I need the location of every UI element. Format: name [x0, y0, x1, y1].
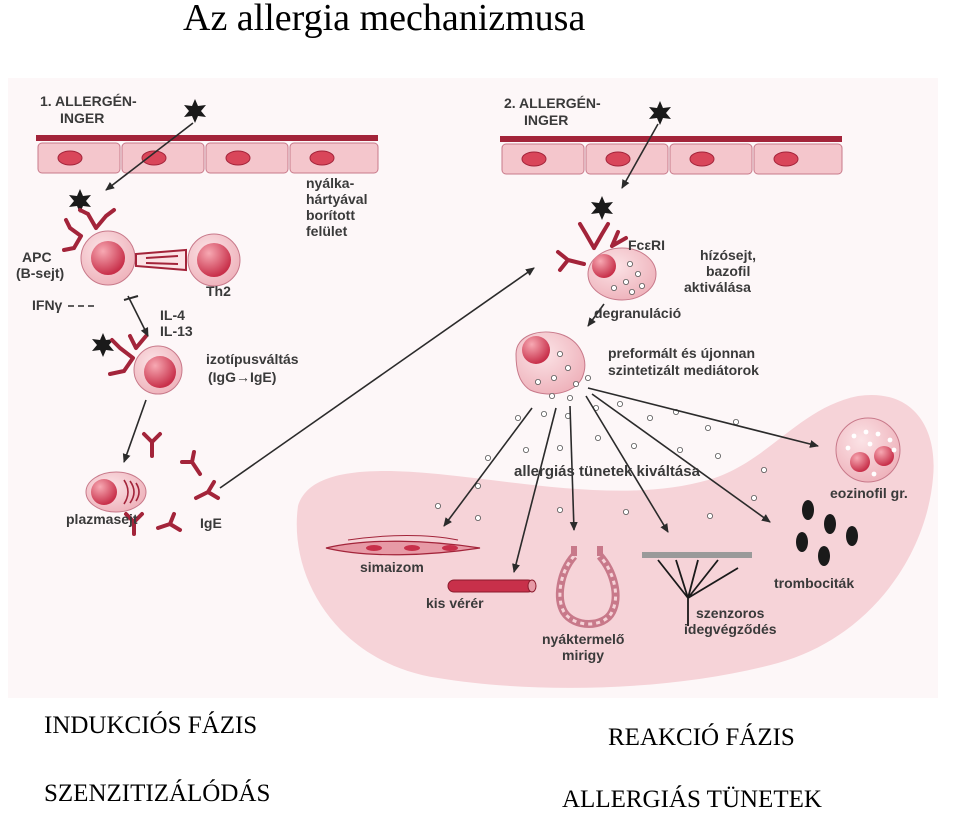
mucosa-label-line2: hártyával	[306, 191, 367, 207]
ifn-inhibition	[68, 295, 139, 307]
mucus-gland-icon	[555, 546, 620, 628]
allergen-header-2-line1: 2. ALLERGÉN-	[504, 95, 601, 111]
eosinophil-label: eozinofil gr.	[830, 485, 908, 501]
mast-cell-activated	[556, 222, 657, 301]
isotype-label-line2: (IgG→IgE)	[208, 369, 276, 385]
th2-cell	[135, 233, 241, 287]
mucosa-left	[36, 135, 379, 174]
ige-label: IgE	[200, 515, 222, 531]
mast-label-line1: hízósejt,	[700, 247, 756, 263]
ige-antibody-icon	[124, 512, 144, 536]
allergen-icon	[649, 101, 671, 125]
il4-label: IL-4	[160, 307, 185, 323]
mediator-granules	[434, 400, 768, 521]
mucosa-right	[500, 136, 843, 175]
th2-label: Th2	[206, 283, 231, 299]
ifn-label: IFNγ	[32, 297, 63, 313]
small-vessel-icon	[447, 579, 537, 593]
induction-phase-caption: INDUKCIÓS FÁZIS	[44, 712, 258, 739]
page-title: Az allergia mechanizmusa	[183, 0, 586, 39]
smooth-muscle-icon	[325, 535, 481, 556]
mucosa-label-line4: felület	[306, 223, 348, 239]
nerve-label-line2: idegvégződés	[684, 621, 777, 637]
plasma-label: plazmasejt	[66, 511, 138, 527]
ige-antibody-icon	[180, 450, 202, 476]
allergen-icon	[184, 99, 206, 123]
mucosa-label-line1: nyálka-	[306, 175, 355, 191]
process-arrows	[105, 122, 819, 573]
sensory-nerve-icon	[642, 552, 752, 626]
allergen-icon	[92, 333, 114, 357]
plasma-cell	[85, 471, 147, 513]
smooth-muscle-label: simaizom	[360, 559, 424, 575]
platelet-icon	[818, 546, 830, 566]
allergy-mechanism-diagram: 1. ALLERGÉN- INGER 2. ALLERGÉN- INGER ny…	[8, 78, 938, 698]
sensitization-caption: SZENZITIZÁLÓDÁS	[44, 780, 271, 807]
gland-label-line2: mirigy	[562, 647, 604, 663]
nerve-label-line1: szenzoros	[696, 605, 765, 621]
platelets-label: trombociták	[774, 575, 854, 591]
mediators-label-line2: szintetizált mediátorok	[608, 362, 759, 378]
apc-cell	[62, 208, 136, 286]
allergen-header-1-line2: INGER	[60, 110, 104, 126]
fceri-label: FcεRI	[628, 237, 665, 253]
mucosa-label-line3: borított	[306, 207, 355, 223]
allergen-header-2-line2: INGER	[524, 112, 568, 128]
allergen-icon	[591, 196, 613, 220]
apc-label-line2: (B-sejt)	[16, 265, 64, 281]
mast-label-line2: bazofil	[706, 263, 750, 279]
small-vessel-label: kis vérér	[426, 595, 484, 611]
allergen-header-1-line1: 1. ALLERGÉN-	[40, 93, 137, 109]
platelet-icon	[824, 514, 836, 534]
ige-antibody-icon	[194, 480, 220, 500]
gland-label-line1: nyáktermelő	[542, 631, 624, 647]
symptoms-label: allergiás tünetek kiváltása	[514, 463, 701, 480]
platelet-icon	[802, 500, 814, 520]
mast-cell-degranulating	[515, 331, 592, 401]
allergen-icon	[69, 189, 91, 213]
mediators-label-line1: preformált és újonnan	[608, 345, 755, 361]
b-cell-switching	[108, 334, 183, 395]
tissue-region	[296, 394, 934, 688]
degranulation-label: degranuláció	[594, 305, 681, 321]
apc-label-line1: APC	[22, 249, 52, 265]
ige-antibody-icon	[156, 512, 182, 532]
platelet-icon	[846, 526, 858, 546]
platelets-group	[796, 500, 858, 566]
reaction-phase-caption: REAKCIÓ FÁZIS	[608, 724, 795, 751]
il13-label: IL-13	[160, 323, 193, 339]
ige-antibody-icon	[142, 432, 162, 458]
eosinophil-cell	[835, 417, 901, 483]
isotype-label-line1: izotípusváltás	[206, 351, 299, 367]
mast-label-line3: aktiválása	[684, 279, 751, 295]
platelet-icon	[796, 532, 808, 552]
allergic-symptoms-caption: ALLERGIÁS TÜNETEK	[562, 786, 822, 813]
